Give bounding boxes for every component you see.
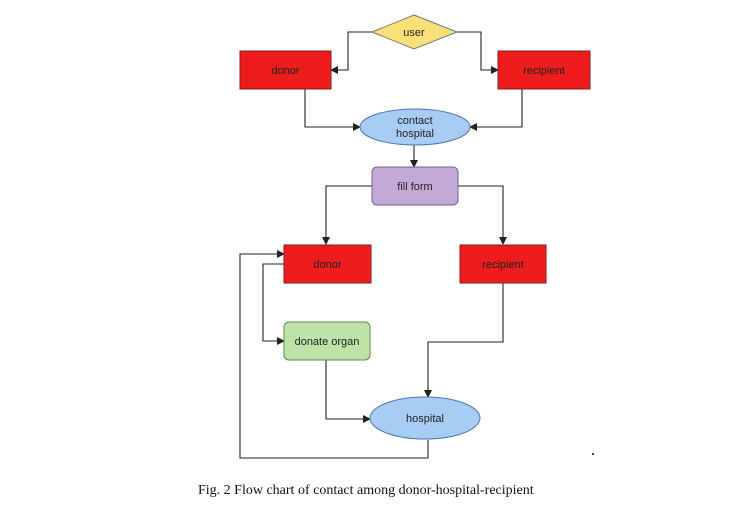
hospital-label: hospital: [406, 413, 444, 425]
donate-organ-box: [283, 321, 371, 361]
contact-hospital-label-line-2: hospital: [396, 128, 434, 140]
edge-fill-form-to-recipient: [458, 185, 507, 245]
recipient-mid-label: recipient: [482, 259, 524, 271]
node-user: user: [370, 14, 459, 50]
donor-mid-box: [283, 244, 372, 284]
contact-hospital-ellipse: [359, 108, 471, 146]
node-donate-organ: donate organ: [283, 321, 371, 361]
edge-recipient-to-contact-hospital: [469, 89, 523, 131]
node-donor-top: donor: [239, 50, 332, 90]
node-contact-hospital: contact hospital: [359, 108, 471, 146]
user-diamond: [370, 14, 459, 50]
edge-recipient-to-hospital: [424, 283, 504, 398]
edge-hospital-to-donor: [239, 250, 429, 459]
fill-form-label: fill form: [397, 181, 432, 193]
donor-top-box: [239, 50, 332, 90]
node-donor-mid: donor: [283, 244, 372, 284]
recipient-top-box: [497, 50, 591, 90]
user-label: user: [403, 27, 425, 39]
recipient-top-label: recipient: [523, 65, 565, 77]
edges: [239, 31, 523, 459]
figure-caption: Fig. 2 Flow chart of contact among donor…: [198, 483, 534, 498]
fill-form-box: [371, 166, 459, 206]
stray-dot: [592, 453, 594, 455]
edge-fill-form-to-donor: [322, 185, 372, 245]
edge-user-to-recipient: [457, 31, 499, 74]
node-hospital: hospital: [369, 396, 481, 440]
edge-donor-to-donate-organ: [262, 263, 285, 345]
edge-donor-to-contact-hospital: [304, 89, 361, 131]
hospital-ellipse: [369, 396, 481, 440]
donor-mid-label: donor: [313, 259, 341, 271]
donor-top-label: donor: [271, 65, 299, 77]
node-fill-form: fill form: [371, 166, 459, 206]
edge-donate-organ-to-hospital: [325, 360, 371, 423]
donate-organ-label: donate organ: [295, 336, 360, 348]
edge-user-to-donor: [330, 31, 372, 74]
node-recipient-top: recipient: [497, 50, 591, 90]
recipient-mid-box: [459, 244, 547, 284]
node-recipient-mid: recipient: [459, 244, 547, 284]
contact-hospital-label-line-1: contact: [397, 115, 432, 127]
